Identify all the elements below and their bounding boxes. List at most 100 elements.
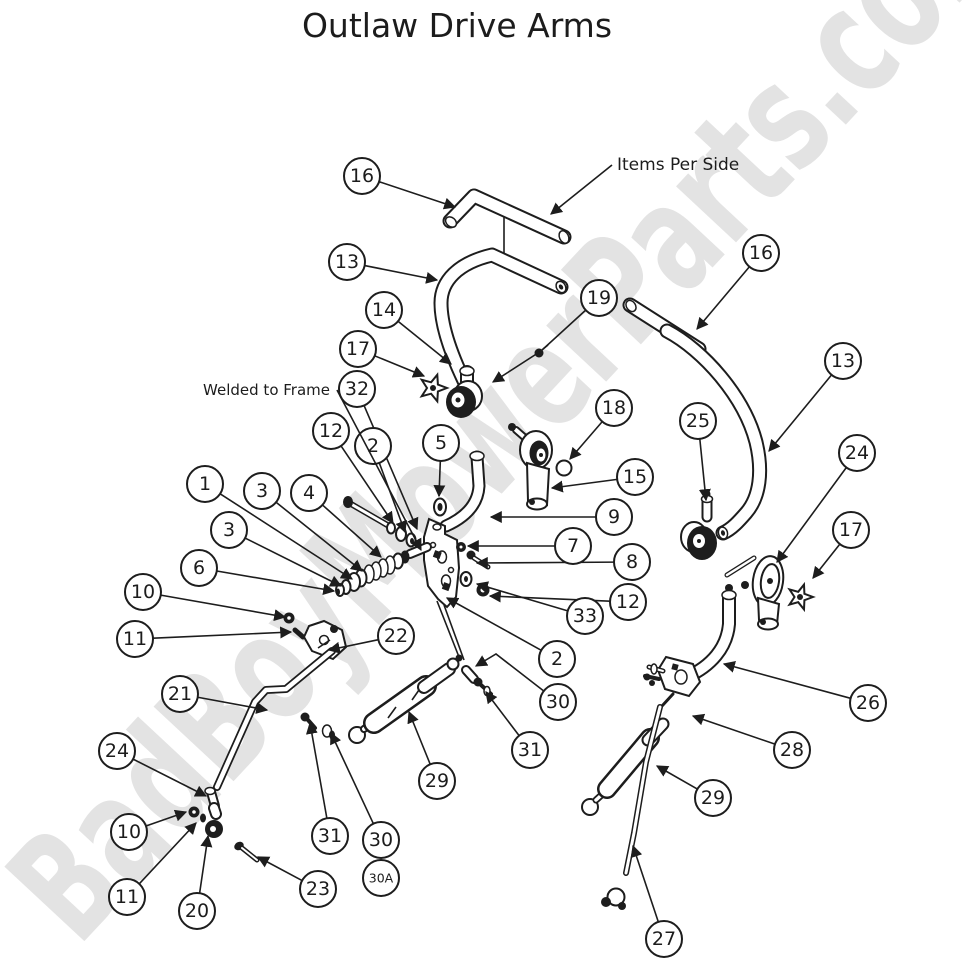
svg-text:11: 11 (115, 886, 139, 908)
callout-balloon-3-21: 3 (210, 511, 248, 549)
callout-leader-10-26 (160, 594, 287, 622)
callout-leader-29-33 (407, 710, 431, 765)
svg-text:9: 9 (608, 506, 620, 528)
callout-balloon-12-24: 12 (609, 583, 647, 621)
svg-text:20: 20 (185, 900, 209, 922)
callout-balloon-8-23: 8 (613, 543, 651, 581)
callout-balloon-31-31: 31 (511, 731, 549, 769)
callout-balloon-2-9: 2 (354, 427, 392, 465)
items_per_side-leader (550, 164, 613, 215)
callout-leader-13-1 (364, 264, 439, 284)
callout-balloon-17-17: 17 (832, 511, 870, 549)
callout-balloon-2-29: 2 (538, 640, 576, 678)
svg-text:25: 25 (686, 410, 710, 432)
callout-leader-24-34 (132, 758, 208, 797)
callout-balloon-10-26: 10 (124, 573, 162, 611)
svg-text:31: 31 (518, 739, 542, 761)
svg-text:15: 15 (623, 466, 647, 488)
diagram-title: Outlaw Drive Arms (302, 6, 612, 45)
svg-text:27: 27 (652, 928, 676, 950)
callout-leader-10-35 (145, 809, 188, 827)
callout-leader-2-29 (445, 597, 542, 651)
callout-leader-15-13 (550, 478, 618, 493)
callout-balloon-18-11: 18 (595, 389, 633, 427)
callout-balloon-32-7: 32 (338, 370, 376, 408)
callout-leader-14-2 (397, 320, 452, 365)
svg-text:12: 12 (616, 591, 640, 613)
callout-leader-28-43 (691, 713, 776, 745)
svg-text:5: 5 (435, 432, 447, 454)
callout-balloon-25-12: 25 (679, 402, 717, 440)
callout-leader-3-21 (244, 537, 343, 587)
svg-text:6: 6 (193, 557, 205, 579)
callout-leader-22-28 (327, 638, 379, 654)
callout-leader-12-8 (340, 445, 394, 524)
drive-arm-illustration (188, 188, 816, 910)
svg-text:29: 29 (701, 787, 725, 809)
svg-text:21: 21 (168, 683, 192, 705)
svg-text:33: 33 (573, 605, 597, 627)
callout-leader-4-20 (321, 504, 382, 558)
welded_to_frame-label: Welded to Frame (203, 381, 330, 399)
callout-leader-24-14 (776, 467, 847, 563)
svg-text:30: 30 (369, 829, 393, 851)
callout-leader-29-44 (655, 765, 698, 790)
callout-leader-33-25 (475, 581, 568, 612)
callout-balloon-30-30: 30 (539, 683, 577, 721)
callout-balloon-33-25: 33 (566, 597, 604, 635)
welded_to_frame-leader (336, 389, 422, 552)
callout-balloon-31-39: 31 (311, 817, 349, 855)
callout-balloon-26-42: 26 (849, 684, 887, 722)
callout-leader-3-19 (275, 501, 363, 572)
callout-balloon-29-33: 29 (418, 762, 456, 800)
callout-leader-27-45 (630, 844, 660, 923)
svg-text:1: 1 (199, 473, 211, 495)
callout-leader-20-37 (198, 834, 213, 894)
svg-text:22: 22 (384, 625, 408, 647)
svg-text:30: 30 (546, 691, 570, 713)
callout-leader-25-12 (698, 438, 711, 502)
callout-balloon-3-19: 3 (243, 472, 281, 510)
svg-text:26: 26 (856, 692, 880, 714)
callout-balloon-4-20: 4 (290, 474, 328, 512)
svg-text:16: 16 (749, 242, 773, 264)
svg-text:14: 14 (372, 299, 396, 321)
callout-leader-31-39 (305, 721, 328, 819)
callout-leader-6-22 (216, 570, 336, 596)
svg-text:11: 11 (123, 628, 147, 650)
svg-text:2: 2 (367, 435, 379, 457)
callout-leader-31-31 (485, 691, 520, 737)
callout-leader-11-27 (152, 626, 293, 639)
svg-text:18: 18 (602, 397, 626, 419)
callout-leader-30-30 (474, 653, 545, 692)
svg-text:24: 24 (845, 442, 869, 464)
svg-text:28: 28 (780, 739, 804, 761)
svg-text:24: 24 (105, 740, 129, 762)
callout-leader-8-23 (475, 556, 615, 569)
callout-leader-32-7 (363, 405, 419, 531)
items_per_side-label: Items Per Side (617, 155, 739, 175)
svg-text:2: 2 (551, 648, 563, 670)
callout-balloon-22-28: 22 (377, 617, 415, 655)
callout-balloon-28-43: 28 (773, 731, 811, 769)
callout-balloon-19-3: 19 (580, 279, 618, 317)
callout-balloon-9-15: 9 (595, 498, 633, 536)
callout-balloon-6-22: 6 (180, 549, 218, 587)
svg-text:29: 29 (425, 770, 449, 792)
callout-balloon-11-36: 11 (108, 878, 146, 916)
callout-leader-23-38 (256, 856, 303, 882)
svg-text:13: 13 (831, 350, 855, 372)
callout-leader-26-42 (722, 661, 851, 700)
svg-text:8: 8 (626, 551, 638, 573)
callout-leader-1-18 (219, 493, 354, 580)
callout-leader-13-5 (768, 374, 833, 452)
svg-text:32: 32 (345, 378, 369, 400)
callout-balloon-10-35: 10 (110, 813, 148, 851)
callout-balloon-7-16: 7 (554, 527, 592, 565)
svg-text:17: 17 (839, 519, 863, 541)
callout-leader-21-32 (197, 696, 269, 714)
callout-balloon-27-45: 27 (645, 920, 683, 958)
